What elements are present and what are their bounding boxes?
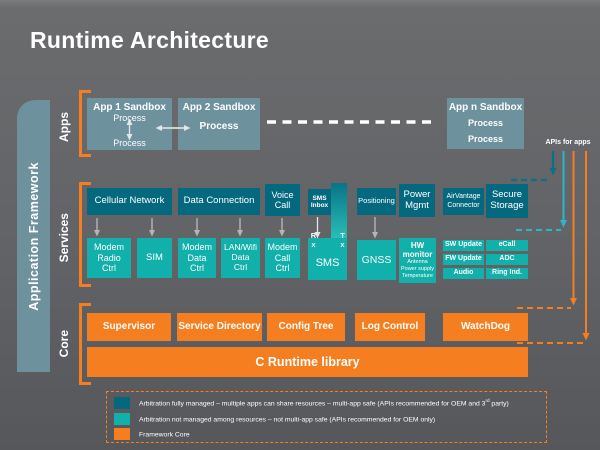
apps-bracket [79,90,91,157]
sms-inbox-box: SMS Inbox [308,189,331,215]
watchdog-box: WatchDog [443,313,528,341]
positioning-label: Positioning [358,196,395,206]
secure-storage-label: Secure Storage [490,189,524,211]
legend-swatch-light-teal [114,412,130,425]
appn-process1-label: Process [467,118,504,128]
adc-label: ADC [499,255,515,263]
sms-rx-label: R x [310,231,317,249]
config-tree-label: Config Tree [278,321,334,333]
app1-sandbox-title: App 1 Sandbox [93,102,166,113]
sw-update-box: SW Update [443,240,484,251]
data-connection-label: Data Connection [183,195,255,207]
config-tree-box: Config Tree [267,313,345,341]
audio-box: Audio [443,268,484,279]
service-directory-label: Service Directory [178,321,261,333]
log-control-box: Log Control [355,313,425,341]
app2-process-label: Process [199,121,239,132]
legend-item-framework-core: Framework Core [114,428,540,440]
gnss-box: GNSS [357,240,396,280]
modem-call-ctrl-label: Modem Call Ctrl [267,242,298,274]
voice-call-label: Voice Call [271,189,294,210]
lan-wifi-data-ctrl-label: LAN/Wifi Data Ctrl [223,242,258,272]
sim-box: SIM [137,238,172,278]
sms-label: SMS [315,257,340,270]
ring-ind-label: Ring Ind. [492,269,522,277]
app2-sandbox-box: App 2 Sandbox Process [178,98,260,150]
gnss-label: GNSS [361,253,392,266]
app1-process2-label: Process [113,138,146,148]
hw-monitor-sublabels: Antenna Power supply Temperature [400,259,435,280]
voice-call-box: Voice Call [265,184,300,216]
legend-swatch-dark-teal [114,397,130,409]
watchdog-label: WatchDog [460,321,511,333]
appn-process2-label: Process [467,134,504,144]
sms-tx-column [331,183,347,238]
legend-text-fully-managed: Arbitration fully managed – multiple app… [139,398,509,408]
ecall-label: eCall [498,241,516,249]
c-runtime-library-label: C Runtime library [255,354,360,369]
sw-update-label: SW Update [445,241,482,249]
hw-monitor-label: HW monitor [402,241,433,260]
c-runtime-library-box: C Runtime library [87,347,528,377]
app1-process1-label: Process [113,113,146,123]
core-bracket [79,303,91,385]
sms-tx-label: T x [340,231,345,249]
adc-box: ADC [486,254,528,265]
services-bracket [79,182,91,287]
page-title: Runtime Architecture [30,27,270,53]
lan-wifi-data-ctrl-box: LAN/Wifi Data Ctrl [221,238,260,278]
supervisor-box: Supervisor [87,313,171,341]
airvantage-connector-box: AirVantage Connector [443,188,484,215]
modem-call-ctrl-box: Modem Call Ctrl [265,238,300,278]
appn-sandbox-title: App n Sandbox [448,102,523,113]
sms-box: SMS [308,238,347,280]
service-directory-box: Service Directory [177,313,262,341]
legend-swatch-orange [114,428,130,440]
legend: Arbitration fully managed – multiple app… [106,391,547,443]
legend-text-not-managed: Arbitration not managed among resources … [139,415,436,423]
app2-sandbox-title: App 2 Sandbox [182,102,256,113]
power-mgmt-box: Power Mgmt [399,184,435,217]
ring-ind-box: Ring Ind. [486,268,528,279]
apis-for-apps-label: APIs for apps [545,139,591,146]
legend-item-fully-managed: Arbitration fully managed – multiple app… [114,397,540,409]
appn-sandbox-box: App n Sandbox Process Process [447,98,524,149]
secure-storage-box: Secure Storage [486,184,528,218]
data-connection-box: Data Connection [178,188,260,215]
fw-update-box: FW Update [443,254,484,265]
modem-data-ctrl-label: Modem Data Ctrl [181,242,212,274]
modem-radio-ctrl-label: Modem Radio Ctrl [93,242,124,274]
sim-label: SIM [146,251,163,263]
ecall-box: eCall [486,240,528,251]
legend-item-not-managed: Arbitration not managed among resources … [114,412,540,425]
application-framework-bar: Application Framework [17,100,50,372]
legend-text-framework-core: Framework Core [139,431,190,439]
positioning-box: Positioning [357,188,396,215]
modem-radio-ctrl-box: Modem Radio Ctrl [87,238,131,278]
app1-sandbox-box: App 1 Sandbox Process Process [87,98,172,150]
fw-update-label: FW Update [445,255,482,263]
audio-label: Audio [453,269,474,277]
hw-monitor-box: HW monitor Antenna Power supply Temperat… [399,238,436,283]
log-control-label: Log Control [361,321,419,333]
cellular-network-label: Cellular Network [94,195,165,207]
sms-inbox-label: SMS Inbox [310,194,329,209]
power-mgmt-label: Power Mgmt [403,188,431,211]
cellular-network-box: Cellular Network [87,188,172,215]
modem-data-ctrl-box: Modem Data Ctrl [178,238,216,278]
airvantage-connector-label: AirVantage Connector [446,193,481,209]
supervisor-label: Supervisor [102,321,156,333]
